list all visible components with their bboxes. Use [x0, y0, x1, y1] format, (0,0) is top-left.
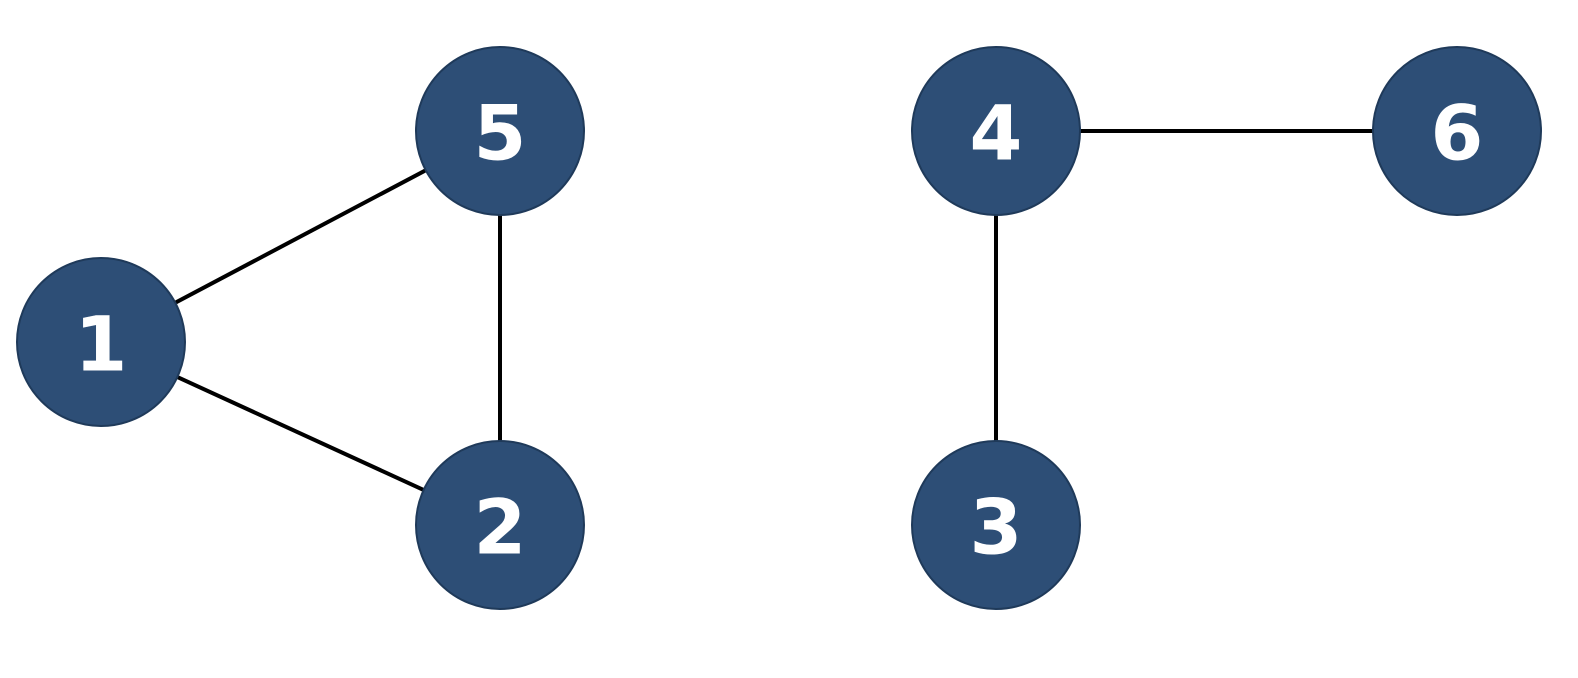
- node-4: 4: [911, 46, 1081, 216]
- node-label-3: 3: [970, 483, 1023, 572]
- node-2: 2: [415, 440, 585, 610]
- nodes-layer: 1 2 3 4 5 6: [16, 46, 1542, 610]
- node-3: 3: [911, 440, 1081, 610]
- node-circle-4: [911, 46, 1081, 216]
- node-circle-5: [415, 46, 585, 216]
- node-circle-2: [415, 440, 585, 610]
- node-5: 5: [415, 46, 585, 216]
- node-label-4: 4: [970, 89, 1023, 178]
- node-circle-3: [911, 440, 1081, 610]
- node-label-6: 6: [1431, 89, 1484, 178]
- node-1: 1: [16, 257, 186, 427]
- node-label-1: 1: [75, 300, 128, 389]
- node-label-2: 2: [474, 483, 527, 572]
- node-circle-6: [1372, 46, 1542, 216]
- node-circle-1: [16, 257, 186, 427]
- node-6: 6: [1372, 46, 1542, 216]
- node-label-5: 5: [474, 89, 527, 178]
- edges-layer: [100, 129, 1457, 527]
